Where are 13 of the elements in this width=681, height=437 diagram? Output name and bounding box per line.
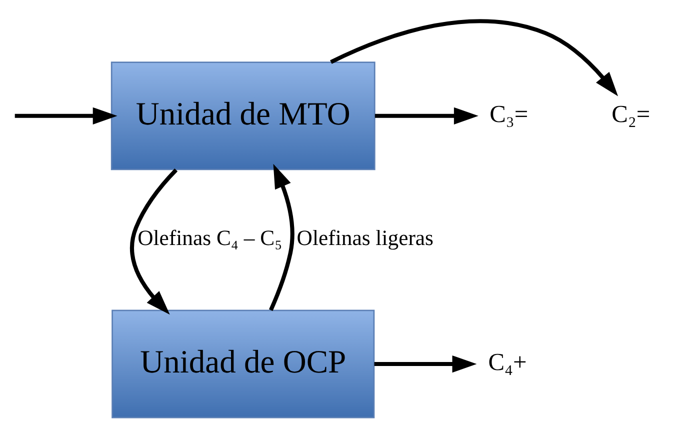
arrow (330, 18, 618, 96)
arrow (374, 354, 477, 372)
node-text: C₄+ (488, 348, 527, 376)
node-text: C₂= (612, 100, 650, 128)
edge-label: Olefinas C₄ – C₅ (138, 226, 282, 250)
node-box: Unidad de OCP (112, 309, 375, 418)
arrow (130, 168, 178, 314)
node-text: C₃= (490, 100, 528, 128)
edge-label: Olefinas ligeras (296, 226, 434, 250)
arrow (268, 163, 294, 310)
arrow (374, 106, 478, 124)
arrow (14, 106, 118, 124)
node-box: Unidad de MTO (110, 61, 376, 170)
